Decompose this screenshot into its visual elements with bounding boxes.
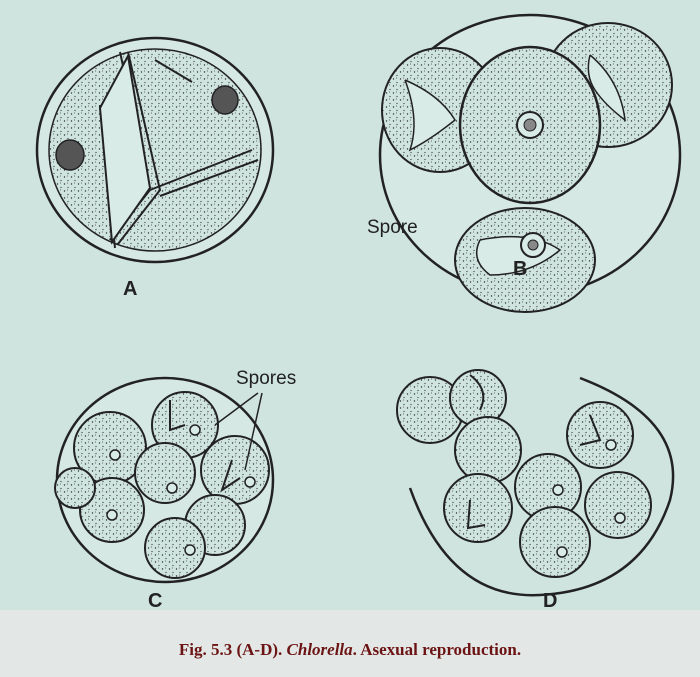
caption-genus: Chlorella — [287, 640, 353, 659]
cell-b — [380, 15, 680, 312]
cell-c — [55, 378, 273, 582]
caption-description: . Asexual reproduction. — [353, 640, 521, 659]
panel-label-a: A — [123, 278, 137, 301]
figure-caption: Fig. 5.3 (A-D). Chlorella. Asexual repro… — [0, 640, 700, 660]
panel-label-b: B — [513, 258, 527, 281]
spore-callout: Spore — [367, 217, 418, 239]
cell-d — [397, 370, 673, 595]
spores-callout: Spores — [236, 368, 296, 390]
panel-label-d: D — [543, 590, 557, 613]
figure-drawing — [0, 0, 700, 610]
figure-chlorella: A B C D Spore Spores — [0, 0, 700, 610]
panel-label-c: C — [148, 590, 162, 613]
cell-a — [37, 38, 273, 262]
caption-fig-number: Fig. 5.3 (A-D). — [179, 640, 282, 659]
